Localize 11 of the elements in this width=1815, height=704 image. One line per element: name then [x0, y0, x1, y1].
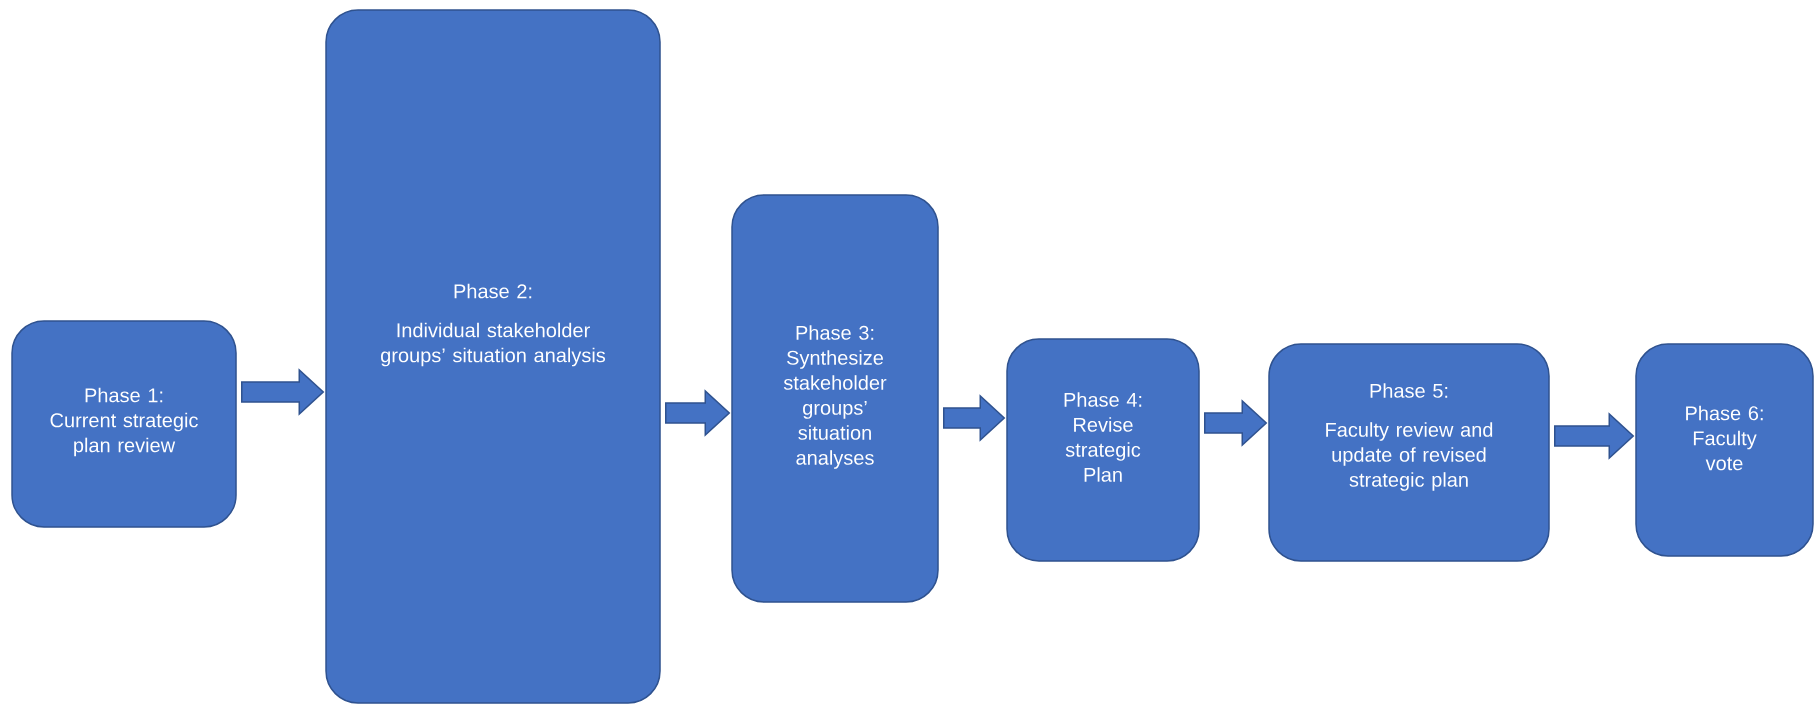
process-box: Phase 5: Faculty review and update of revised strategic plan — [1268, 343, 1550, 562]
process-box: Phase 3: Synthesize stakeholder groups’ situation analyses — [731, 194, 939, 603]
block-arrow — [665, 389, 731, 437]
block-arrow — [943, 394, 1006, 442]
block-arrow — [1554, 412, 1635, 460]
process-box: Phase 4: Revise strategic Plan — [1006, 338, 1200, 562]
process-box: Phase 6: Faculty vote — [1635, 343, 1814, 557]
block-arrow — [1204, 399, 1268, 447]
process-box: Phase 2: Individual stakeholder groups’ situation analysis — [325, 9, 661, 704]
process-box: Phase 1: Current strategic plan review — [11, 320, 237, 528]
block-arrow — [241, 368, 325, 416]
